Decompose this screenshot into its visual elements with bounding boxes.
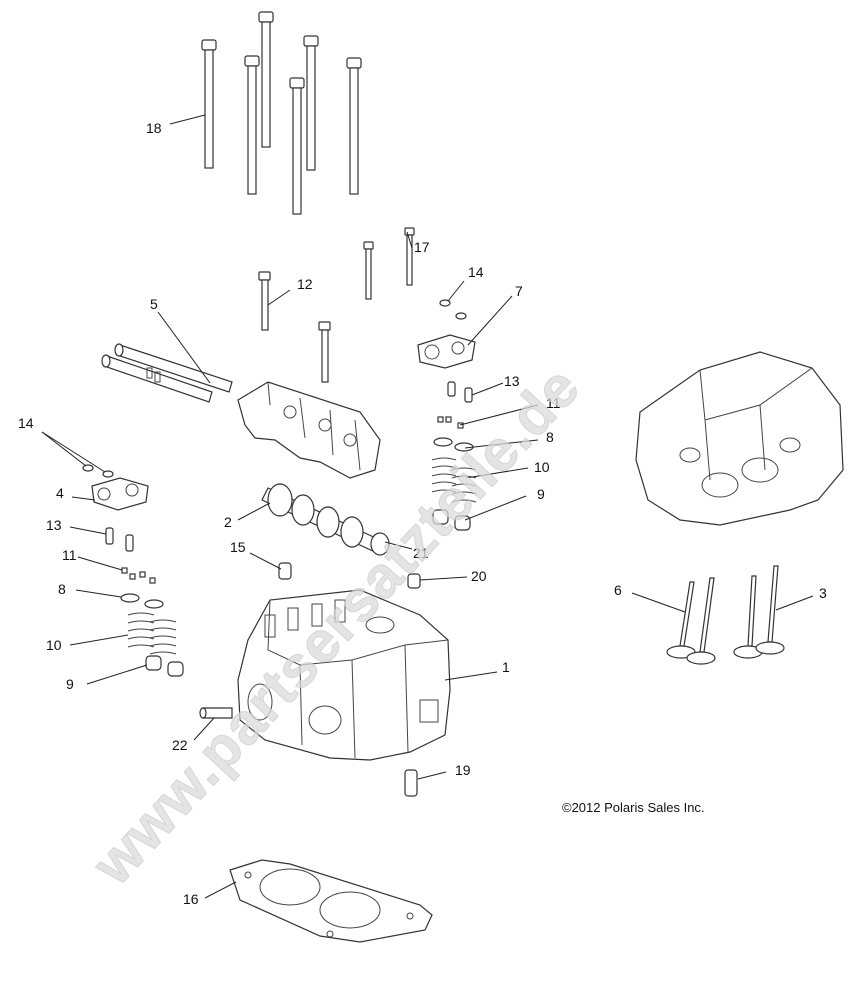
callout-15: 15 [230,539,246,555]
callout-2: 2 [224,514,232,530]
callout-8-left: 8 [58,581,66,597]
dowel-pins [199,562,421,797]
leader-lines [41,114,814,899]
callout-19: 19 [455,762,471,778]
rocker-arms [91,334,476,511]
rocker-shafts [101,343,233,403]
valve-train-right [431,381,477,531]
callout-13-left: 13 [46,517,62,533]
callout-10-left: 10 [46,637,62,653]
callout-7: 7 [515,283,523,299]
small-bolts [258,227,415,383]
callout-4: 4 [56,485,64,501]
callout-8-right: 8 [546,429,554,445]
head-bolts [201,11,362,215]
callout-11-left: 11 [62,547,77,563]
cam-carrier [237,381,381,479]
callout-17: 17 [414,239,430,255]
camshaft [261,483,390,556]
callout-5: 5 [150,296,158,312]
valves [666,565,785,665]
callout-3: 3 [819,585,827,601]
callout-14-left: 14 [18,415,34,431]
callout-14-right: 14 [468,264,484,280]
callout-9-right: 9 [537,486,545,502]
callout-16: 16 [183,891,199,907]
callout-9-left: 9 [66,676,74,692]
rocker-nuts [82,299,467,478]
callout-10-right: 10 [534,459,550,475]
callout-20: 20 [471,568,487,584]
callout-1: 1 [502,659,510,675]
callout-6: 6 [614,582,622,598]
cylinder-head [237,589,451,761]
assembled-head [635,351,844,526]
callout-labels: 18 5 12 17 14 7 13 11 8 10 9 14 4 13 11 … [18,120,827,907]
valve-train-left [105,527,184,677]
callout-18: 18 [146,120,162,136]
callout-12: 12 [297,276,313,292]
head-gasket [229,859,433,943]
callout-13-right: 13 [504,373,520,389]
callout-22: 22 [172,737,188,753]
copyright-notice: ©2012 Polaris Sales Inc. [562,800,705,815]
callout-21: 21 [413,545,429,561]
callout-11-right: 11 [546,395,561,411]
